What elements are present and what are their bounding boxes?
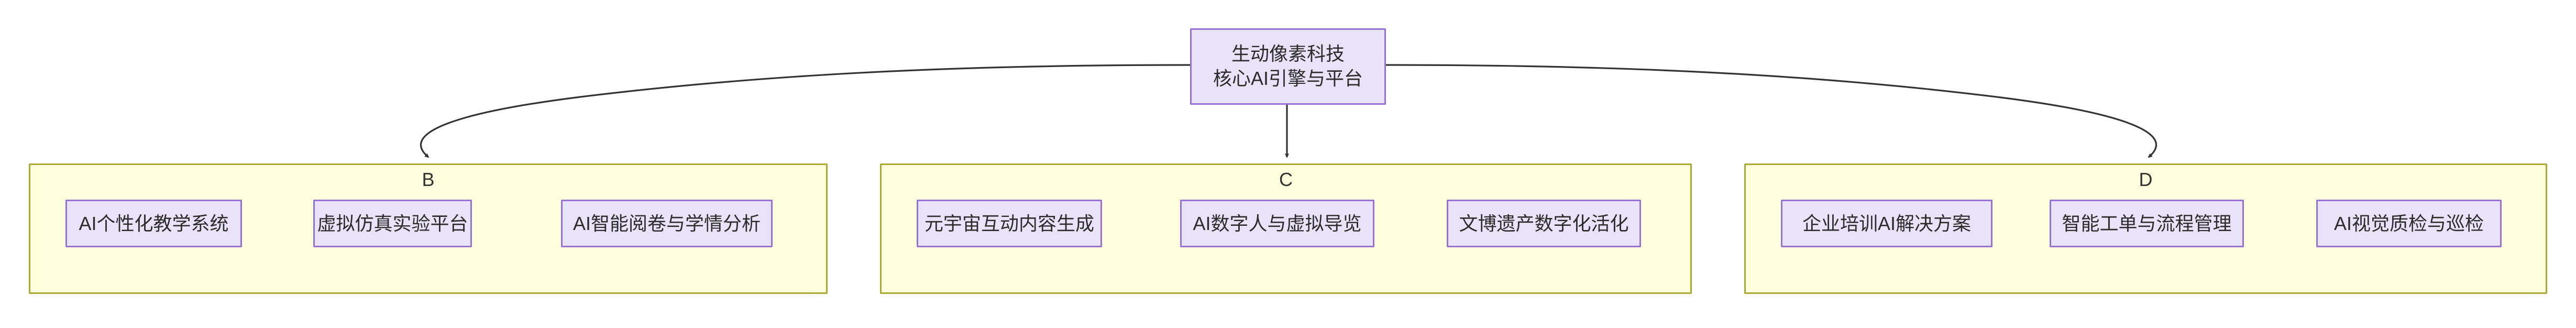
cluster-b-label: B [422, 169, 435, 190]
node-label: 智能工单与流程管理 [2062, 212, 2232, 234]
edge-a-to-b [420, 64, 1191, 158]
node-cultural-heritage-digitalization[interactable]: 文博遗产数字化活化 [1447, 200, 1641, 247]
node-label: 虚拟仿真实验平台 [317, 212, 468, 234]
root-title-line-2: 核心AI引擎与平台 [1213, 68, 1363, 89]
node-metaverse-interactive-content-generation[interactable]: 元宇宙互动内容生成 [917, 200, 1102, 247]
node-enterprise-training-ai-solution[interactable]: 企业培训AI解决方案 [1781, 200, 1992, 247]
node-label: AI数字人与虚拟导览 [1193, 212, 1362, 234]
node-label: 元宇宙互动内容生成 [924, 212, 1094, 234]
node-smart-work-order-and-process-management[interactable]: 智能工单与流程管理 [2050, 200, 2244, 247]
node-virtual-simulation-lab-platform[interactable]: 虚拟仿真实验平台 [313, 200, 472, 247]
node-label: 文博遗产数字化活化 [1459, 212, 1629, 234]
root-title-line-1: 生动像素科技 [1231, 43, 1345, 65]
node-root-core-ai-engine-platform[interactable]: 生动像素科技 核心AI引擎与平台 [1190, 28, 1386, 105]
node-ai-digital-human-and-virtual-tour[interactable]: AI数字人与虚拟导览 [1180, 200, 1374, 247]
node-label: AI视觉质检与巡检 [2333, 212, 2484, 234]
node-ai-personalized-teaching-system[interactable]: AI个性化教学系统 [65, 200, 242, 247]
node-ai-visual-inspection-and-patrol[interactable]: AI视觉质检与巡检 [2316, 200, 2502, 247]
node-label: AI个性化教学系统 [79, 212, 229, 234]
node-label: AI智能阅卷与学情分析 [573, 212, 761, 234]
edge-a-to-d [1385, 64, 2157, 158]
cluster-d-label: D [2139, 169, 2153, 190]
node-ai-grading-and-learning-analytics[interactable]: AI智能阅卷与学情分析 [561, 200, 773, 247]
node-label: 企业培训AI解决方案 [1802, 212, 1971, 234]
cluster-c-label: C [1279, 169, 1293, 190]
